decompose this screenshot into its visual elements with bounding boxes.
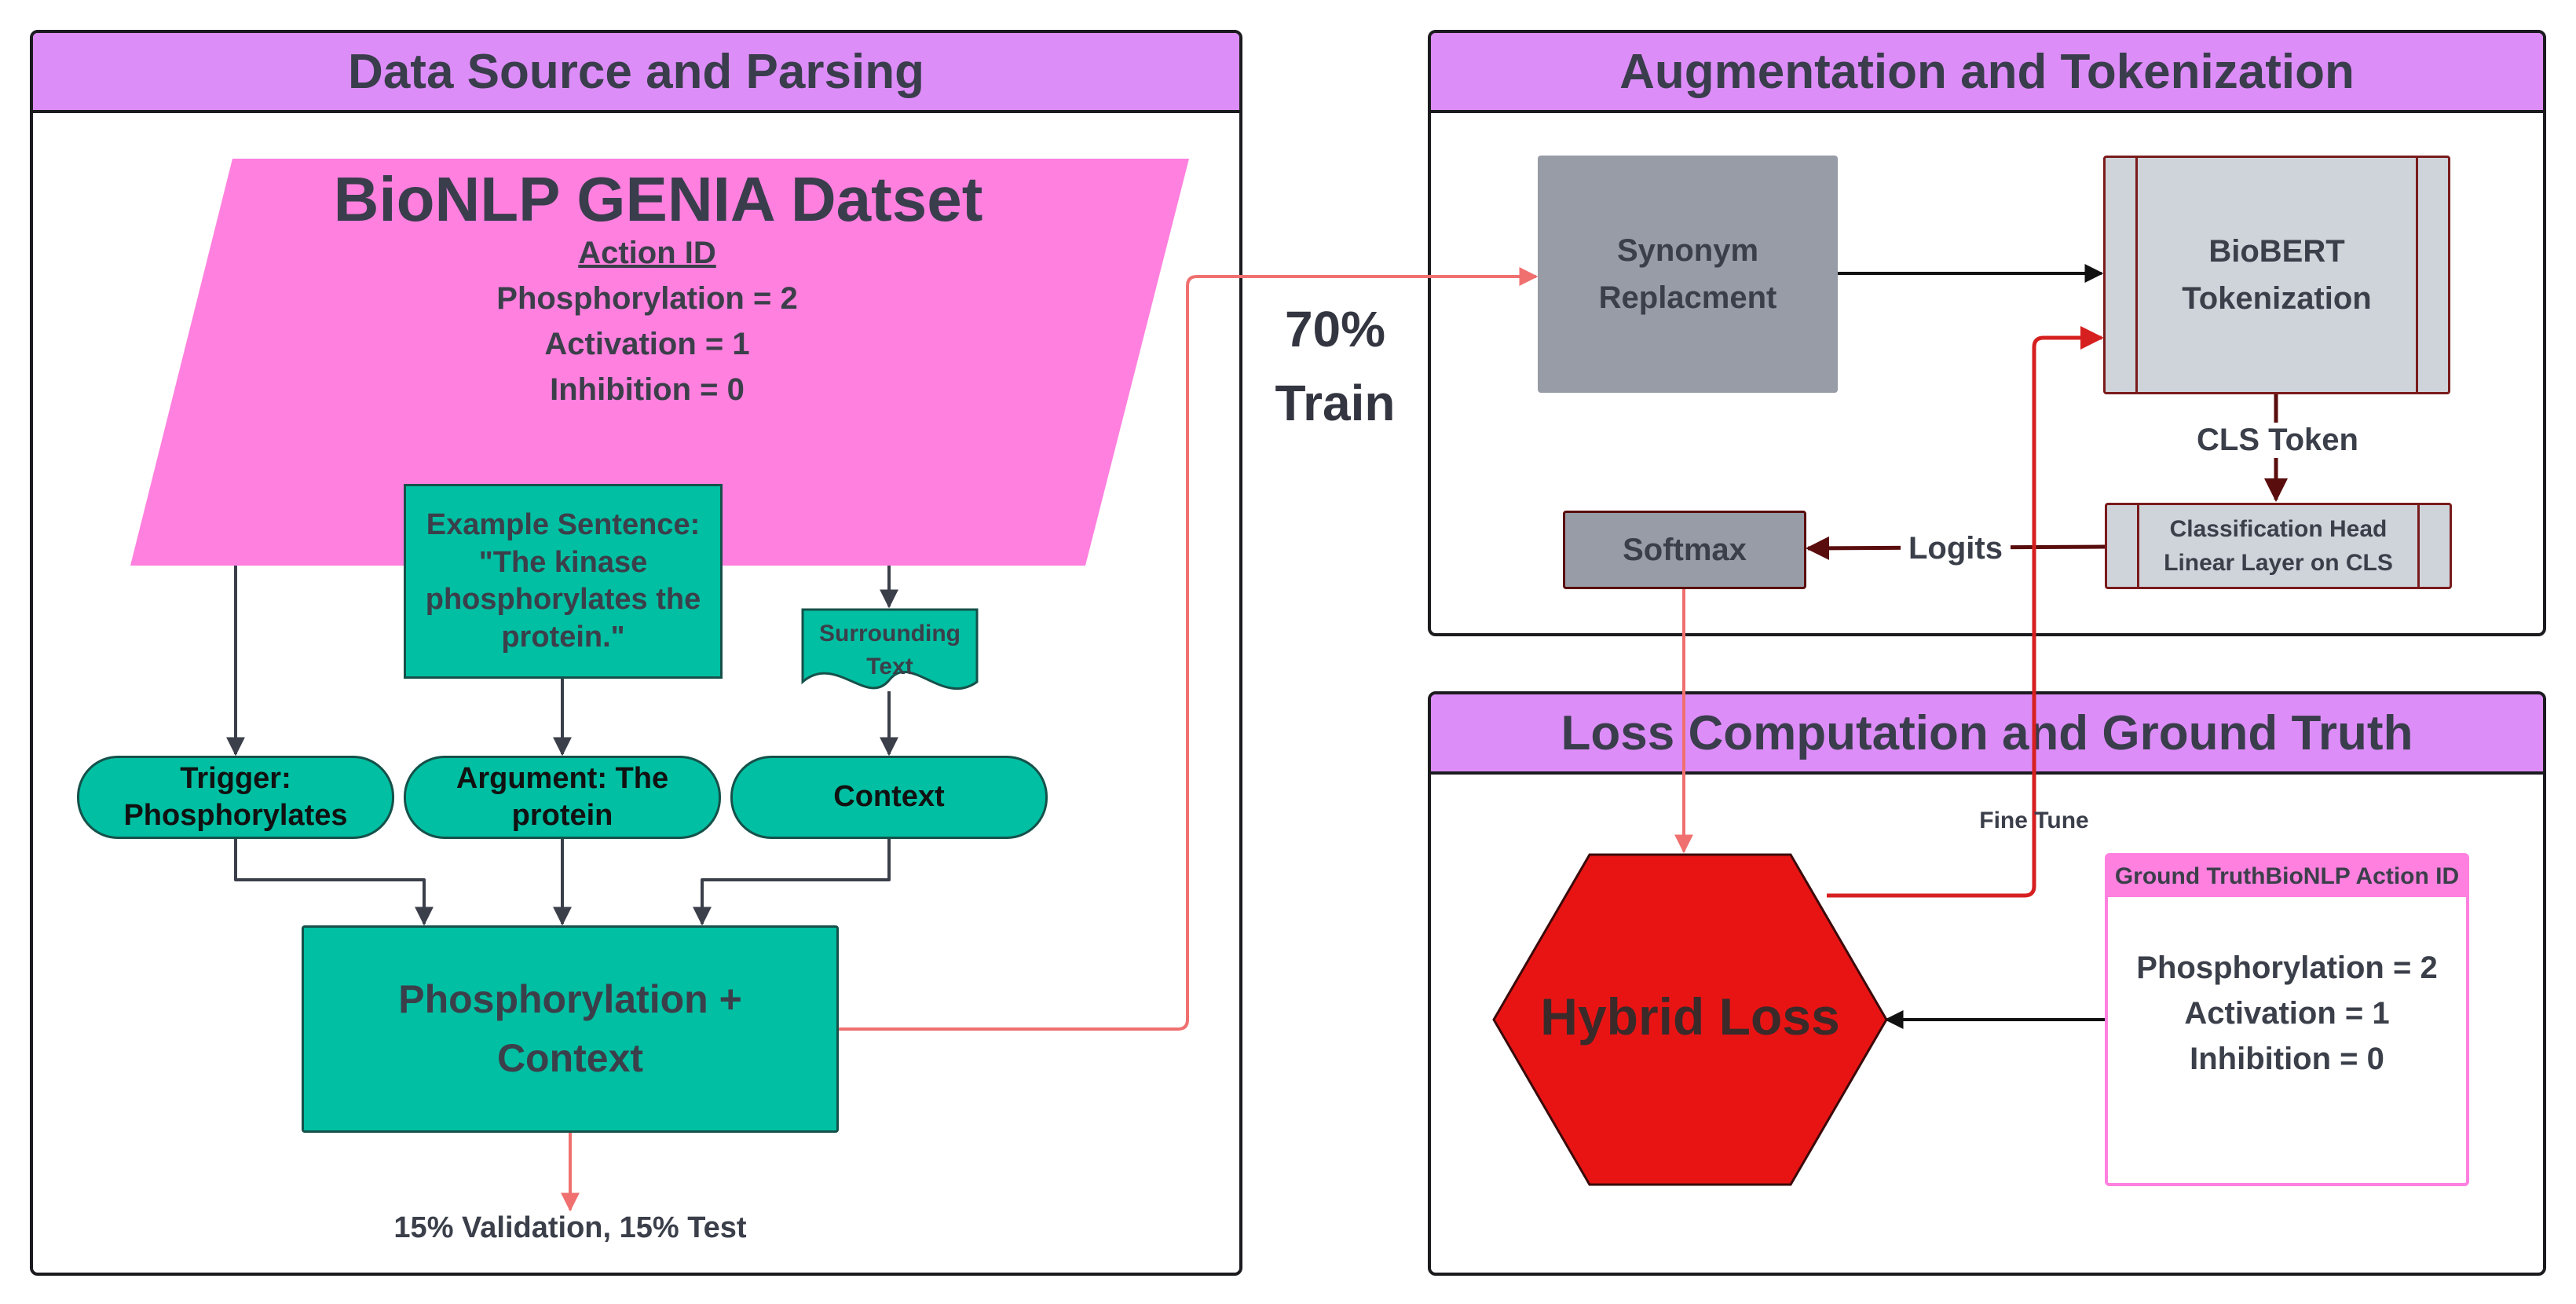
biobert-left-bar <box>2135 158 2138 392</box>
loss-panel-title: Loss Computation and Ground Truth <box>1431 694 2543 775</box>
classification-line-2: Linear Layer on CLS <box>2164 550 2393 576</box>
classification-right-bar <box>2417 505 2420 587</box>
surrounding-text-line-1: Surrounding <box>819 621 961 647</box>
surrounding-text-line-2: Text <box>866 654 913 679</box>
synonym-line-2: Replacment <box>1598 280 1777 315</box>
edge-trigger-combined <box>234 837 434 926</box>
classification-line-1: Classification Head <box>2169 515 2388 542</box>
logits-label: Logits <box>1901 531 2011 566</box>
data-source-panel-title: Data Source and Parsing <box>33 33 1239 113</box>
dataset-subtitle: Action ID <box>578 236 716 270</box>
cls-token-label: CLS Token <box>2120 423 2435 458</box>
dataset-title: BioNLP GENIA Datset <box>333 164 983 234</box>
edge-hybrid-biobert-finetune <box>1827 326 2104 898</box>
phosphorylation-context-node: Phosphorylation + Context <box>302 925 839 1133</box>
example-line-2: "The kinase <box>478 545 648 579</box>
hybrid-loss-node: Hybrid Loss <box>1492 853 1888 1186</box>
ground-truth-line-2: Activation = 1 <box>2184 996 2390 1031</box>
ground-truth-node: Ground TruthBioNLP Action ID Phosphoryla… <box>2105 853 2469 1186</box>
example-sentence-node: Example Sentence: "The kinase phosphoryl… <box>404 484 723 679</box>
example-line-1: Example Sentence: <box>426 508 701 541</box>
softmax-node: Softmax <box>1563 511 1806 589</box>
trigger-line-1: Trigger: <box>180 761 291 795</box>
dataset-line-inhibition: Inhibition = 0 <box>550 372 745 407</box>
fine-tune-label: Fine Tune <box>1979 808 2089 833</box>
softmax-label: Softmax <box>1623 533 1747 567</box>
biobert-line-2: Tokenization <box>2182 281 2372 316</box>
ground-truth-line-1: Phosphorylation = 2 <box>2136 951 2438 985</box>
edge-combined-synonym <box>839 267 1539 1031</box>
example-line-3: phosphorylates the <box>425 583 701 616</box>
surrounding-text-shape <box>801 608 979 690</box>
train-label-percent: 70% <box>1284 301 1386 357</box>
hybrid-loss-hexagon-shape <box>1492 853 1888 1186</box>
augmentation-panel-title: Augmentation and Tokenization <box>1431 33 2543 113</box>
classification-head-node: Classification Head Linear Layer on CLS <box>2105 503 2452 589</box>
ground-truth-line-3: Inhibition = 0 <box>2190 1042 2384 1076</box>
biobert-right-bar <box>2416 158 2418 392</box>
trigger-line-2: Phosphorylates <box>123 799 348 832</box>
argument-line-2: protein <box>511 799 613 832</box>
combined-line-2: Context <box>496 1036 644 1080</box>
example-line-4: protein." <box>501 620 625 654</box>
synonym-line-1: Synonym <box>1616 233 1759 268</box>
biobert-tokenization-node: BioBERT Tokenization <box>2103 156 2450 394</box>
synonym-replacement-node: Synonym Replacment <box>1538 156 1838 393</box>
context-node: Context <box>730 756 1048 839</box>
argument-node: Argument: The protein <box>404 756 721 839</box>
surrounding-text-node: Surrounding Text <box>801 605 979 705</box>
dataset-node: BioNLP GENIA Datset Action ID Phosphoryl… <box>129 157 1191 567</box>
biobert-line-1: BioBERT <box>2208 234 2345 269</box>
context-label: Context <box>833 780 945 814</box>
ground-truth-header: Ground TruthBioNLP Action ID <box>2108 856 2466 897</box>
edge-context-combined <box>693 837 891 926</box>
argument-line-1: Argument: The <box>456 761 669 795</box>
dataset-parallelogram-shape <box>130 159 1189 566</box>
dataset-line-phosphorylation: Phosphorylation = 2 <box>496 281 798 316</box>
train-label-word: Train <box>1275 375 1396 431</box>
dataset-line-activation: Activation = 1 <box>544 327 750 361</box>
hybrid-loss-label: Hybrid Loss <box>1540 987 1840 1046</box>
classification-left-bar <box>2137 505 2139 587</box>
trigger-node: Trigger: Phosphorylates <box>77 756 394 839</box>
combined-line-1: Phosphorylation + <box>398 977 742 1021</box>
split-label: 15% Validation, 15% Test <box>393 1211 747 1244</box>
